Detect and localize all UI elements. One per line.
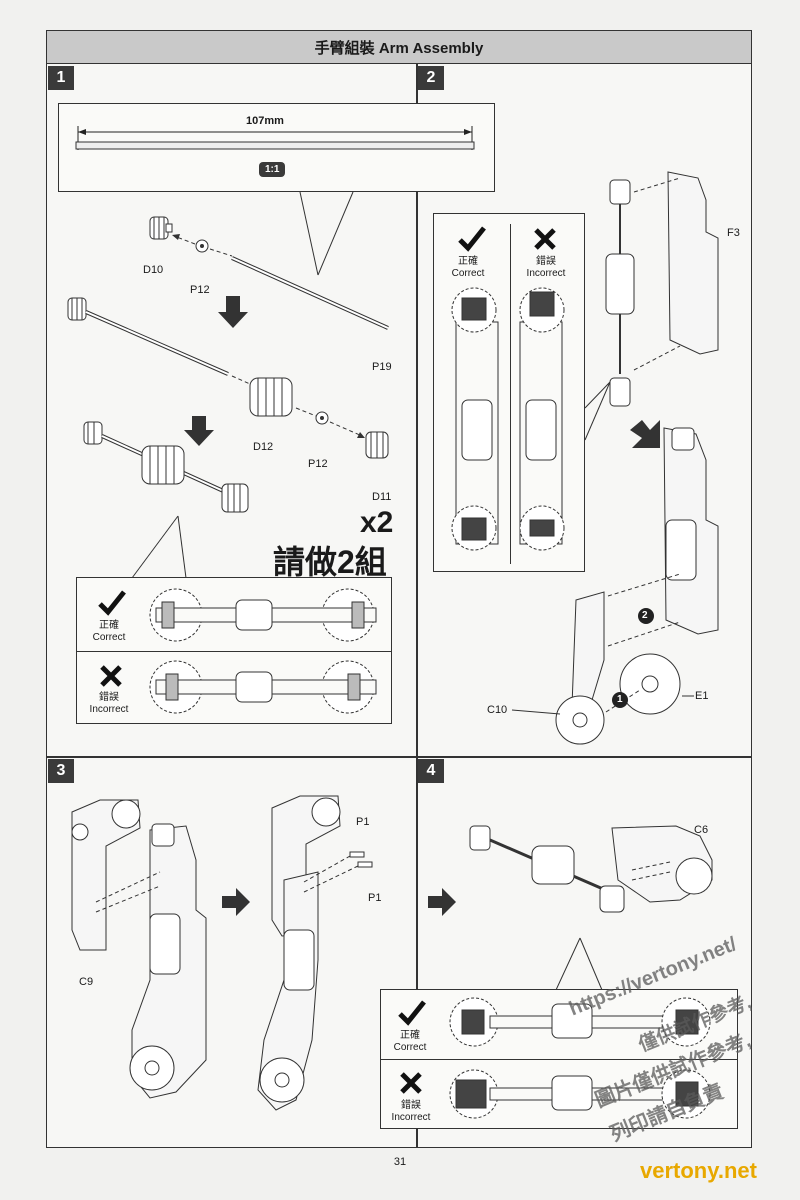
compare-divider-vertical (510, 224, 511, 564)
step-2-badge: 2 (418, 66, 444, 90)
correct-cn: 正確 (400, 1030, 420, 1041)
incorrect-en: Incorrect (391, 1112, 431, 1123)
incorrect-label-4: 錯誤 Incorrect (386, 1100, 436, 1124)
correct-en: Correct (92, 632, 126, 643)
incorrect-en: Incorrect (526, 268, 566, 279)
step-1-badge: 1 (48, 66, 74, 90)
label-f3: F3 (727, 227, 740, 239)
correct-label-2: 正確 Correct (448, 256, 488, 280)
label-p12-b: P12 (308, 458, 328, 470)
scale-badge: 1:1 (259, 162, 286, 177)
step-3-badge: 3 (48, 759, 74, 783)
column-divider (416, 64, 418, 1148)
label-c10: C10 (487, 704, 508, 716)
row-divider (46, 756, 752, 758)
label-p12-a: P12 (190, 284, 210, 296)
correct-cn: 正確 (99, 620, 119, 631)
incorrect-label-1: 錯誤 Incorrect (84, 692, 134, 716)
page-number: 31 (393, 1156, 407, 1168)
label-d12: D12 (253, 441, 274, 453)
incorrect-cn: 錯誤 (99, 692, 119, 703)
incorrect-cn: 錯誤 (536, 256, 556, 267)
section-header: 手臂組裝 Arm Assembly (46, 30, 752, 64)
compare-divider (76, 651, 392, 652)
make-two-note: 請做2組 (273, 544, 387, 580)
d10-gear-icon (149, 216, 173, 240)
correct-en: Correct (451, 268, 485, 279)
compare-divider (380, 1059, 738, 1060)
watermark-brand: vertony.net (640, 1158, 757, 1183)
order-marker-2: 2 (642, 610, 648, 621)
rod-length-label: 107mm (246, 115, 284, 127)
correct-label-4: 正確 Correct (390, 1030, 430, 1054)
label-p19: P19 (372, 361, 392, 373)
order-marker-1: 1 (617, 694, 623, 705)
label-p1-b: P1 (368, 892, 382, 904)
incorrect-en: Incorrect (89, 704, 129, 715)
quantity-multiplier: x2 (360, 506, 394, 539)
label-d10: D10 (143, 264, 164, 276)
incorrect-label-2: 錯誤 Incorrect (518, 256, 574, 280)
label-e1: E1 (695, 690, 709, 702)
label-d11: D11 (372, 491, 392, 503)
label-c6: C6 (694, 824, 709, 836)
section-title: 手臂組裝 Arm Assembly (314, 39, 484, 57)
correct-cn: 正確 (458, 256, 478, 267)
incorrect-cn: 錯誤 (401, 1100, 421, 1111)
label-p1-a: P1 (356, 816, 370, 828)
label-c9: C9 (79, 976, 94, 988)
step-4-badge: 4 (418, 759, 444, 783)
correct-en: Correct (393, 1042, 427, 1053)
correct-label-1: 正確 Correct (86, 620, 132, 644)
